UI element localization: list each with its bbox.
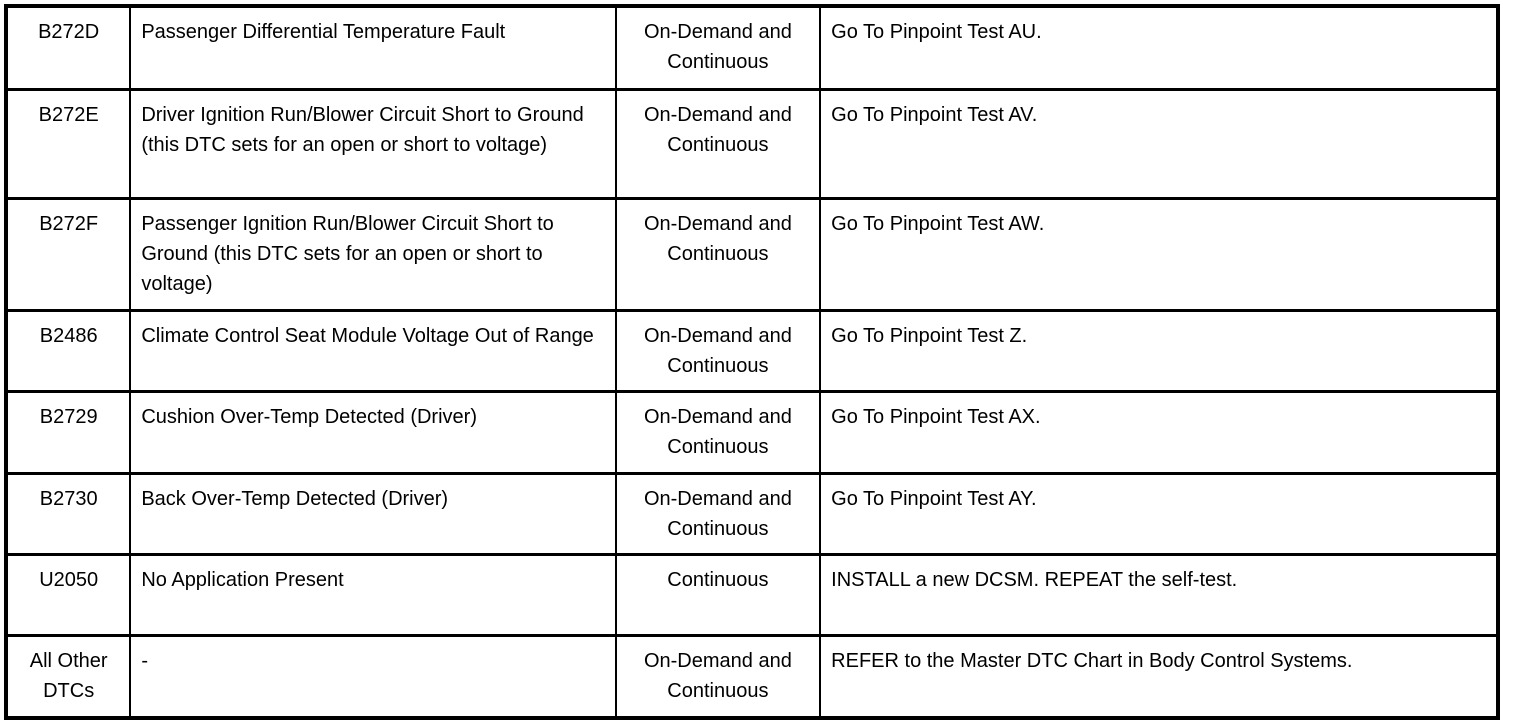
cell-description: Driver Ignition Run/Blower Circuit Short… <box>130 88 617 199</box>
dtc-code: B2730 <box>39 488 98 510</box>
dtc-description: - <box>141 650 148 672</box>
dtc-code: U2050 <box>39 569 99 591</box>
table-row: B2486 Climate Control Seat Module Voltag… <box>6 309 1498 392</box>
cell-description: Climate Control Seat Module Voltage Out … <box>130 309 617 392</box>
dtc-description: Passenger Ignition Run/Blower Circuit Sh… <box>141 213 554 295</box>
cell-description: - <box>130 634 617 718</box>
dtc-description: Driver Ignition Run/Blower Circuit Short… <box>141 104 584 156</box>
dtc-description: Cushion Over-Temp Detected (Driver) <box>141 406 477 428</box>
dtc-code: B2729 <box>39 406 98 428</box>
cell-description: Back Over-Temp Detected (Driver) <box>130 472 617 555</box>
cell-action: Go To Pinpoint Test Z. <box>820 309 1498 392</box>
dtc-action: Go To Pinpoint Test AX. <box>831 406 1041 428</box>
dtc-description: Climate Control Seat Module Voltage Out … <box>141 325 594 347</box>
table-row: B2729 Cushion Over-Temp Detected (Driver… <box>6 390 1498 474</box>
cell-action: Go To Pinpoint Test AY. <box>820 472 1498 555</box>
dtc-code: B2486 <box>39 325 98 347</box>
cell-description: Passenger Ignition Run/Blower Circuit Sh… <box>130 197 617 311</box>
cell-dtc: U2050 <box>6 553 132 636</box>
dtc-test-mode: On-Demand and Continuous <box>643 325 792 377</box>
dtc-code: B272D <box>38 21 100 43</box>
cell-test-mode: On-Demand and Continuous <box>615 309 822 392</box>
cell-dtc: B272E <box>6 88 132 199</box>
cell-dtc: All Other DTCs <box>6 634 132 718</box>
cell-test-mode: On-Demand and Continuous <box>615 634 822 718</box>
cell-action: Go To Pinpoint Test AW. <box>820 197 1498 311</box>
dtc-action: INSTALL a new DCSM. REPEAT the self-test… <box>831 569 1238 591</box>
dtc-test-mode: On-Demand and Continuous <box>643 488 792 540</box>
dtc-description: No Application Present <box>141 569 344 591</box>
page: B272D Passenger Differential Temperature… <box>4 4 1500 720</box>
cell-test-mode: On-Demand and Continuous <box>615 197 822 311</box>
dtc-chart-body: B272D Passenger Differential Temperature… <box>6 6 1499 718</box>
cell-action: Go To Pinpoint Test AV. <box>820 88 1498 199</box>
cell-action: REFER to the Master DTC Chart in Body Co… <box>820 634 1499 718</box>
dtc-test-mode: On-Demand and Continuous <box>643 213 792 265</box>
dtc-code: B272F <box>39 213 99 235</box>
dtc-description: Back Over-Temp Detected (Driver) <box>141 488 449 510</box>
table-row: All Other DTCs - On-Demand and Continuou… <box>6 634 1499 718</box>
dtc-action: Go To Pinpoint Test AW. <box>831 213 1045 235</box>
cell-description: No Application Present <box>130 553 617 636</box>
dtc-chart-container: B272D Passenger Differential Temperature… <box>4 4 1500 720</box>
cell-test-mode: On-Demand and Continuous <box>615 88 822 199</box>
table-row: B2730 Back Over-Temp Detected (Driver) O… <box>6 472 1498 555</box>
table-row: B272E Driver Ignition Run/Blower Circuit… <box>6 88 1498 199</box>
dtc-code: B272E <box>38 104 99 126</box>
dtc-test-mode: On-Demand and Continuous <box>643 650 792 702</box>
cell-test-mode: Continuous <box>615 553 822 636</box>
dtc-action: Go To Pinpoint Test AY. <box>831 488 1037 510</box>
dtc-test-mode: Continuous <box>667 569 769 591</box>
cell-test-mode: On-Demand and Continuous <box>615 6 822 90</box>
dtc-test-mode: On-Demand and Continuous <box>643 104 792 156</box>
dtc-test-mode: On-Demand and Continuous <box>643 21 792 73</box>
dtc-code: All Other DTCs <box>29 650 108 702</box>
cell-test-mode: On-Demand and Continuous <box>615 390 822 474</box>
cell-action: Go To Pinpoint Test AU. <box>820 6 1498 90</box>
cell-description: Passenger Differential Temperature Fault <box>130 6 617 90</box>
dtc-description: Passenger Differential Temperature Fault <box>141 21 506 43</box>
table-row: B272D Passenger Differential Temperature… <box>6 6 1498 90</box>
cell-description: Cushion Over-Temp Detected (Driver) <box>130 390 617 474</box>
cell-action: Go To Pinpoint Test AX. <box>820 390 1498 474</box>
dtc-action: Go To Pinpoint Test AU. <box>831 21 1042 43</box>
dtc-action: REFER to the Master DTC Chart in Body Co… <box>831 650 1353 672</box>
table-row: U2050 No Application Present Continuous … <box>6 553 1498 636</box>
cell-dtc: B272F <box>6 197 132 311</box>
cell-dtc: B272D <box>6 6 132 90</box>
dtc-chart-table: B272D Passenger Differential Temperature… <box>4 4 1500 720</box>
dtc-action: Go To Pinpoint Test Z. <box>831 325 1028 347</box>
cell-dtc: B2486 <box>6 309 132 392</box>
cell-test-mode: On-Demand and Continuous <box>615 472 822 555</box>
cell-action: INSTALL a new DCSM. REPEAT the self-test… <box>820 553 1498 636</box>
table-row: B272F Passenger Ignition Run/Blower Circ… <box>6 197 1498 311</box>
cell-dtc: B2730 <box>6 472 132 555</box>
cell-dtc: B2729 <box>6 390 132 474</box>
dtc-test-mode: On-Demand and Continuous <box>643 406 792 458</box>
dtc-action: Go To Pinpoint Test AV. <box>831 104 1038 126</box>
